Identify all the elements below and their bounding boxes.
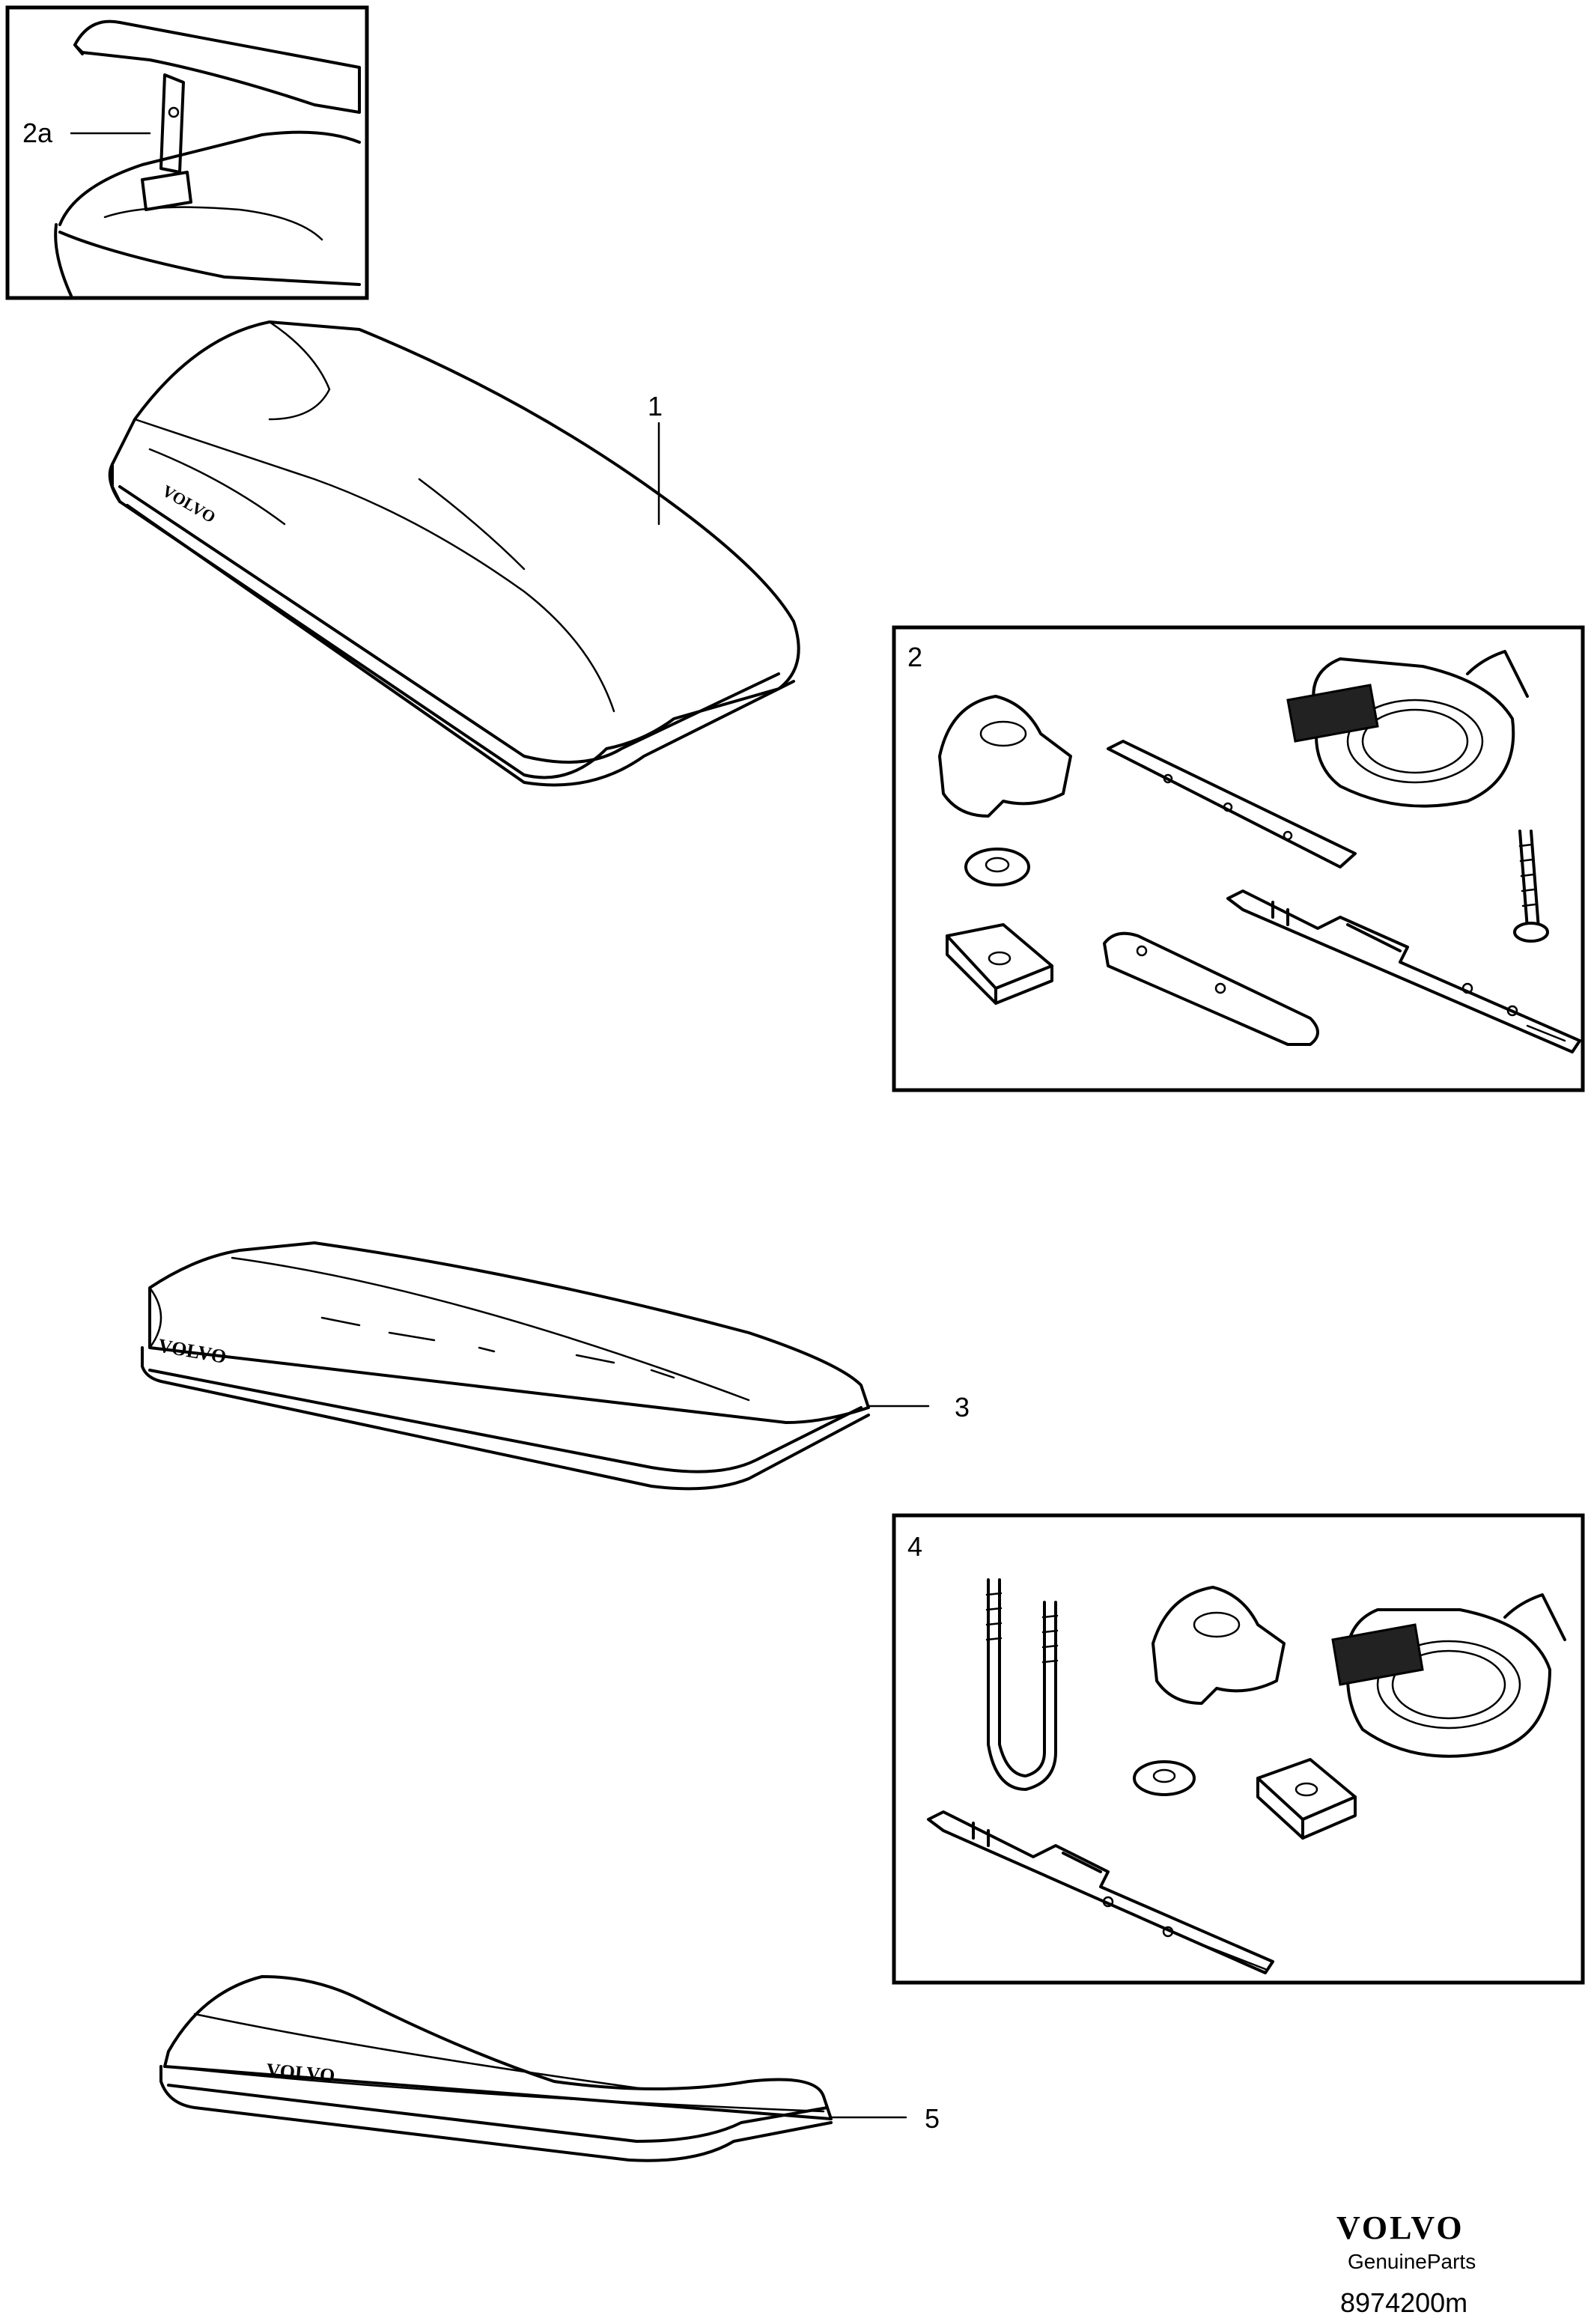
kit-2-frame [892, 625, 1585, 1092]
detail-inset-2a: 2a [5, 5, 369, 300]
inset-frame [5, 5, 369, 300]
footer-brand-block: VOLVO GenuineParts 8974200m [1336, 2209, 1476, 2318]
strap-icon [1286, 650, 1529, 808]
kit-4-frame [892, 1513, 1585, 1985]
bolt-icon [1513, 830, 1549, 943]
lid-stay-drawing [54, 19, 361, 297]
washer-icon [1133, 1760, 1196, 1796]
callout-1: 1 [648, 391, 663, 422]
callout-3: 3 [955, 1392, 970, 1423]
footer-subtitle: GenuineParts [1348, 2250, 1476, 2273]
square-nut-icon [1256, 1758, 1357, 1840]
callout-4: 4 [907, 1531, 922, 1562]
callout-2: 2 [907, 642, 922, 672]
knob-icon [938, 695, 1072, 818]
tongue-plate-icon [1103, 931, 1319, 1046]
roof-box-3: VOLVO 3 [141, 1241, 970, 1491]
clamp-rail-icon [1226, 889, 1581, 1053]
u-bolt-icon [985, 1578, 1059, 1791]
roof-box-1: VOLVO 1 [108, 320, 800, 787]
strap-icon [1331, 1593, 1566, 1758]
square-nut-icon [946, 923, 1053, 1005]
roof-box-5: VOLVO 5 [159, 1975, 940, 2162]
mounting-kit-2: 2 [892, 625, 1585, 1092]
footer-reference: 8974200m [1340, 2287, 1467, 2318]
mounting-kit-4: 4 [892, 1513, 1585, 1985]
knob-icon [1152, 1586, 1286, 1705]
flat-plate-icon [1107, 740, 1357, 869]
clamp-rail-icon [927, 1810, 1274, 1974]
footer-brand: VOLVO [1336, 2209, 1464, 2246]
callout-5: 5 [925, 2103, 940, 2134]
washer-icon [964, 848, 1030, 886]
callout-2a: 2a [22, 118, 53, 148]
